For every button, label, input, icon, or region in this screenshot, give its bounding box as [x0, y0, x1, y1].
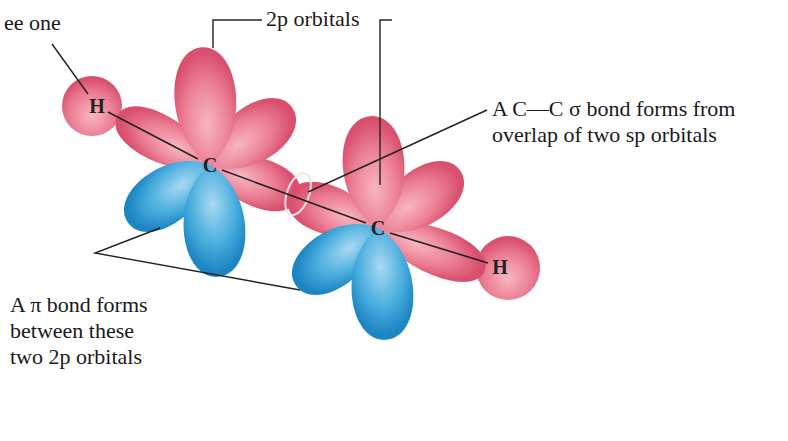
sigma-bond-note: A C—C σ bond forms from overlap of two s… — [492, 96, 780, 148]
pi-bond-note: A π bond forms between these two 2p orbi… — [10, 292, 160, 370]
p-orbitals — [112, 45, 476, 342]
orbital-label: 2p orbitals — [266, 6, 360, 32]
atom-label: H — [492, 257, 508, 277]
atom-label: C — [203, 155, 217, 175]
atom-label: C — [371, 218, 385, 238]
atom-label: H — [89, 96, 105, 116]
callout-text: ee one — [4, 10, 61, 36]
leader-lines — [52, 20, 487, 290]
bond-axis — [108, 112, 488, 263]
h-orbital — [476, 236, 540, 300]
h-orbital — [62, 76, 122, 136]
